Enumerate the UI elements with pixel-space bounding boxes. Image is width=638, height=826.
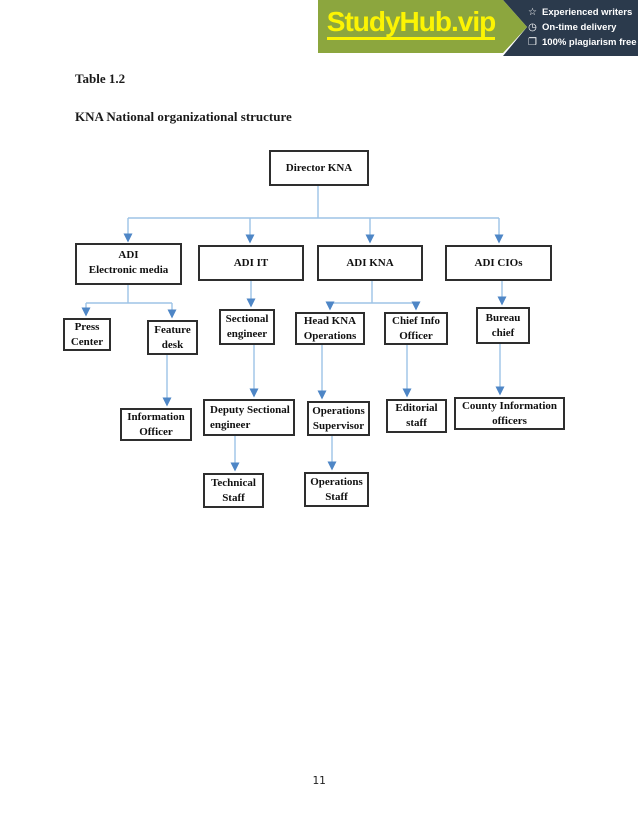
badge-experienced-writers: ☆ Experienced writers <box>527 6 637 19</box>
org-box-label: Operations <box>312 404 365 417</box>
org-box-director-kna: Director KNA <box>269 150 369 186</box>
promo-banner[interactable]: StudyHub.vip ☆ Experienced writers ◷ On-… <box>0 0 638 58</box>
org-box-head-kna-operations: Head KNA Operations <box>295 312 365 345</box>
org-box-label: officers <box>492 414 527 427</box>
org-box-county-information-officers: County Information officers <box>454 397 565 430</box>
brand-text: StudyHub.vip <box>326 7 496 40</box>
org-box-label: Electronic media <box>88 264 169 277</box>
org-box-adi-kna: ADI KNA <box>317 245 423 281</box>
badge-label: Experienced writers <box>542 7 633 18</box>
org-box-label: ADI IT <box>233 256 269 269</box>
org-box-label: Editorial <box>395 402 438 415</box>
banner-navy-chevron <box>503 0 638 56</box>
org-box-label: Press <box>74 320 100 333</box>
org-box-label: engineer <box>226 328 268 340</box>
org-box-adi-it: ADI IT <box>198 245 304 281</box>
badge-on-time-delivery: ◷ On-time delivery <box>527 21 637 34</box>
org-box-label: ADI CIOs <box>474 256 523 269</box>
table-label: Table 1.2 <box>75 71 126 86</box>
page-title: KNA National organizational structure <box>75 109 292 124</box>
org-box-adi-cios: ADI CIOs <box>445 245 552 281</box>
org-box-label: staff <box>406 417 427 429</box>
org-box-label: Technical <box>211 476 256 489</box>
org-box-deputy-sectional-engineer: Deputy Sectional engineer <box>203 399 295 436</box>
org-box-label: desk <box>161 338 184 351</box>
org-box-label: Supervisor <box>312 419 365 432</box>
org-box-label: Staff <box>222 491 245 504</box>
org-box-label: ADI KNA <box>346 256 394 269</box>
page-number: 11 <box>312 774 326 787</box>
brand-logo: StudyHub.vip <box>318 7 504 40</box>
org-box-label: Bureau <box>485 311 521 324</box>
org-box-label: Officer <box>399 329 433 342</box>
org-box-label: chief <box>491 326 515 339</box>
org-box-label: County Information <box>461 399 558 412</box>
org-box-label: Sectional <box>225 313 269 326</box>
org-box-label: Operations <box>310 475 363 488</box>
star-icon: ☆ <box>528 7 537 18</box>
badge-label: On-time delivery <box>542 22 617 33</box>
org-box-label: ADI <box>118 249 139 261</box>
org-box-label: Director KNA <box>285 161 353 174</box>
org-box-feature-desk: Feature desk <box>147 320 198 355</box>
org-box-bureau-chief: Bureau chief <box>476 307 530 344</box>
org-box-sectional-engineer: Sectional engineer <box>219 309 275 345</box>
org-box-label: Chief Info <box>392 314 440 327</box>
org-box-label: Center <box>70 335 104 348</box>
org-box-label: Feature <box>154 323 191 336</box>
org-box-label: Information <box>127 410 185 423</box>
org-box-label: Staff <box>325 490 348 503</box>
badge-plagiarism-free: ❐ 100% plagiarism free <box>527 36 637 49</box>
badge-label: 100% plagiarism free <box>542 37 637 48</box>
org-box-label: Officer <box>139 425 173 438</box>
org-box-label: Deputy Sectional <box>210 403 290 416</box>
org-box-label: engineer <box>210 418 251 431</box>
org-box-editorial-staff: Editorial staff <box>386 399 447 433</box>
banner-badges: ☆ Experienced writers ◷ On-time delivery… <box>527 6 637 49</box>
org-box-label: Operations <box>303 329 357 342</box>
copy-icon: ❐ <box>528 37 537 48</box>
org-box-label: Head KNA <box>303 314 357 327</box>
clock-icon: ◷ <box>528 22 537 33</box>
org-box-adi-electronic-media: ADI Electronic media <box>75 243 182 285</box>
